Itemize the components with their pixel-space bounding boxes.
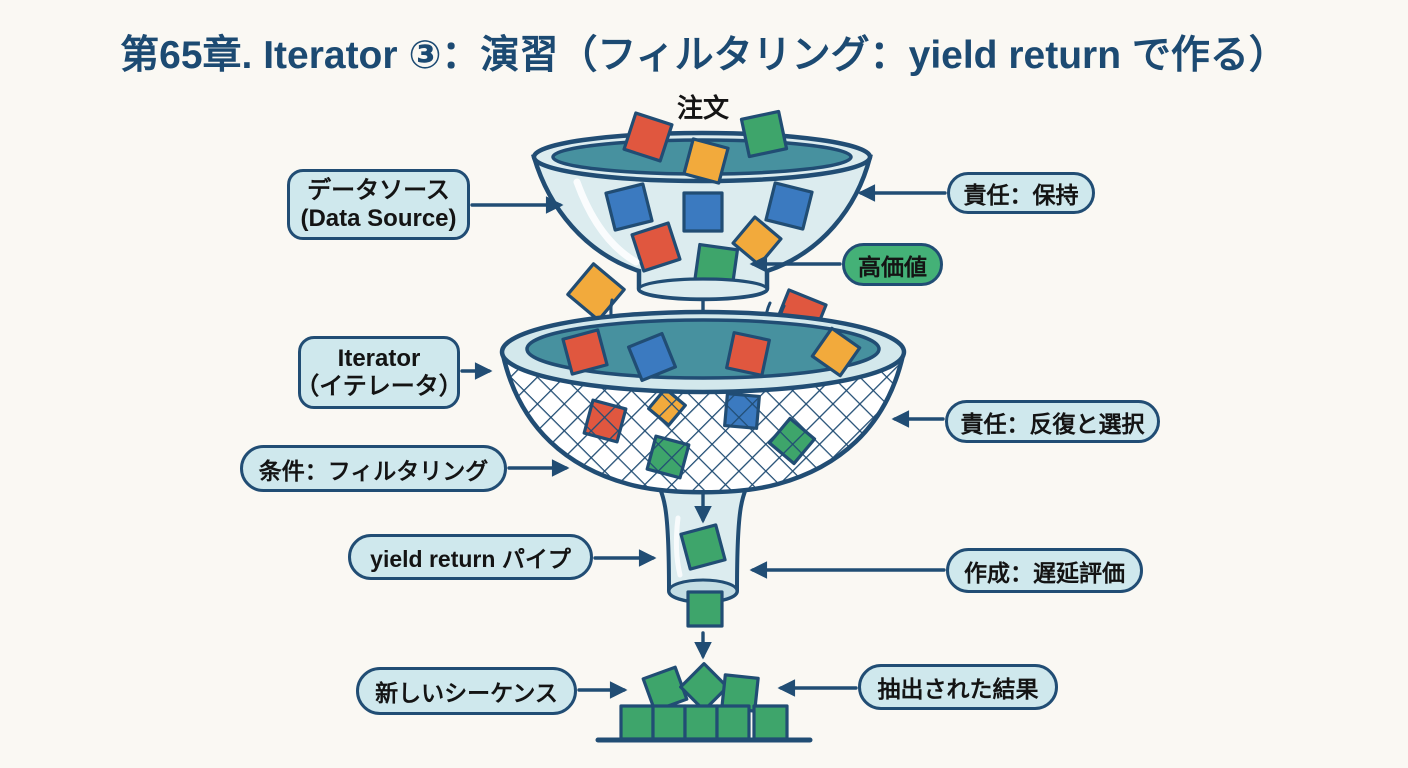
label-new-sequence: 新しいシーケンス [356, 667, 577, 715]
sieve-surface [525, 318, 881, 380]
top-funnel [530, 109, 873, 302]
output-item [686, 590, 724, 628]
sieve-mesh [503, 355, 903, 493]
label-data-source-line2: (Data Source) [300, 204, 457, 232]
page-title: 第65章. Iterator ③：演習（フィルタリング：yield return… [120, 34, 1288, 77]
label-iterator-line2: （イテレータ） [295, 372, 463, 400]
input-label: 注文 [676, 93, 729, 123]
label-iterator: Iterator （イテレータ） [295, 336, 463, 409]
label-responsibility-iterate-select: 責任：反復と選択 [945, 400, 1160, 443]
label-data-source-line1: データソース [307, 176, 450, 204]
label-data-source: データソース (Data Source) [287, 169, 470, 240]
label-yield-pipe: yield return パイプ [348, 534, 593, 580]
label-extracted-result: 抽出された結果 [858, 664, 1058, 710]
label-arrows [460, 184, 947, 699]
filtered-item-in-pipe [679, 523, 727, 571]
label-filter-condition: 条件：フィルタリング [240, 445, 507, 492]
label-high-value: 高価値 [842, 243, 943, 286]
yield-pipe [646, 468, 760, 628]
label-iterator-line1: Iterator [337, 344, 421, 372]
label-responsibility-hold: 責任：保持 [947, 172, 1095, 214]
sieve-surface-items [561, 326, 862, 383]
order-items [604, 109, 814, 290]
sieve [499, 309, 907, 495]
result-pile [595, 662, 813, 743]
label-creation-lazy-eval: 作成：遅延評価 [946, 548, 1143, 593]
